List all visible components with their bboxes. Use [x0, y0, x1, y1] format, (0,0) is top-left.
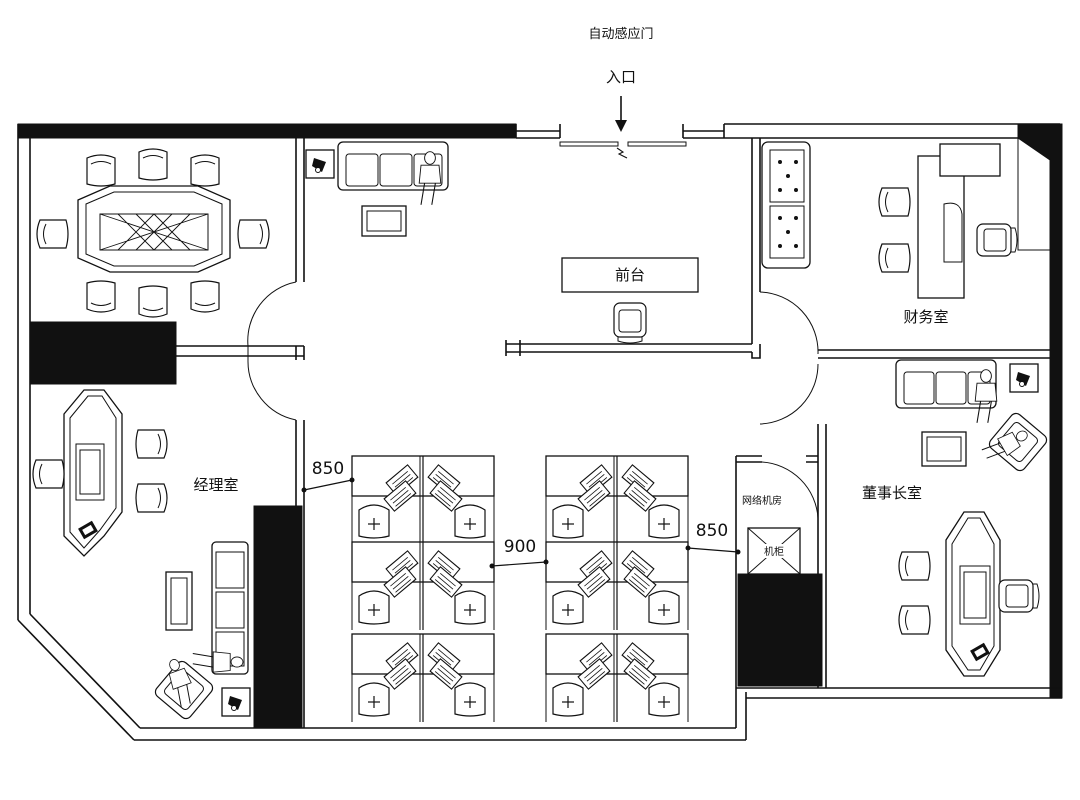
chairman-room: 董事长室: [862, 359, 1048, 677]
desk-chair: [358, 590, 390, 625]
wall-solid-manager: [253, 505, 303, 729]
manager-room: 经理室: [32, 389, 251, 720]
chairman-desk: [945, 511, 1001, 677]
workstation-pod: [351, 541, 495, 630]
desk-chair: [552, 682, 584, 717]
conf-chair: [237, 219, 270, 249]
dimension-middle-aisle: 900: [504, 537, 536, 557]
desk-chair: [648, 504, 680, 539]
lobby-lounge: [305, 141, 449, 237]
wall-solid-left: [29, 321, 177, 385]
top-wall-solid-left: [17, 123, 517, 139]
manager-desk: [63, 389, 123, 557]
desk-chair: [358, 504, 390, 539]
workstation-pod: [545, 541, 689, 630]
dimension-markers: 850 900 850: [301, 459, 741, 569]
plant-icon: [1009, 363, 1039, 393]
reception-label: 前台: [615, 266, 645, 284]
right-wall-solid: [1049, 249, 1063, 699]
conf-chair: [190, 154, 220, 187]
server-room-label: 网络机房: [742, 494, 782, 507]
desk-chair: [454, 590, 486, 625]
auto-sliding-door: [559, 141, 687, 159]
desk-chair: [358, 682, 390, 717]
manager-chair: [32, 459, 65, 489]
desk-chair: [648, 682, 680, 717]
workstation-pod: [351, 455, 495, 544]
dimension-right-aisle: 850: [696, 521, 728, 541]
reception-chair: [613, 302, 647, 344]
workstation-pod: [545, 633, 689, 722]
server-cabinet-label: 机柜: [764, 545, 784, 558]
finance-desk-chair: [976, 223, 1018, 257]
interior-walls: [29, 138, 1050, 729]
chairman-room-label: 董事长室: [862, 484, 922, 502]
server-room: 网络机房 机柜: [742, 494, 801, 575]
finance-room: 财务室: [761, 141, 1018, 326]
manager-chair: [135, 429, 168, 459]
manager-room-label: 经理室: [193, 476, 238, 494]
outer-walls: [17, 123, 1063, 741]
desk-chair: [454, 504, 486, 539]
finance-chair: [878, 243, 911, 273]
conference-room: [36, 148, 270, 318]
reception-area: 前台: [561, 257, 699, 344]
chairman-desk-chair: [998, 579, 1040, 613]
finance-room-label: 财务室: [903, 308, 948, 326]
plant-icon: [221, 687, 251, 717]
workstations: [351, 455, 689, 722]
entrance-annotation: 自动感应门 入口: [588, 26, 654, 132]
server-room-wall-solid: [737, 573, 823, 687]
conference-table: [77, 185, 231, 273]
conf-chair: [190, 280, 220, 313]
conf-chair: [138, 148, 168, 181]
entrance-label: 入口: [606, 68, 636, 86]
auto-door-label: 自动感应门: [588, 26, 653, 42]
finance-desk: [917, 143, 1001, 299]
phone-icon: [78, 520, 98, 540]
file-cabinet: [761, 141, 811, 269]
conf-chair: [138, 285, 168, 318]
desk-chair: [552, 504, 584, 539]
desk-chair: [552, 590, 584, 625]
conf-chair: [86, 154, 116, 187]
dimension-left-aisle: 850: [312, 459, 344, 479]
manager-chair: [135, 483, 168, 513]
entrance-arrow-icon: [615, 96, 627, 132]
workstation-pod: [545, 455, 689, 544]
finance-chair: [878, 187, 911, 217]
server-cabinet: 机柜: [747, 527, 801, 575]
conf-chair: [36, 219, 69, 249]
desk-chair: [648, 590, 680, 625]
workstation-pod: [351, 633, 495, 722]
desk-chair: [454, 682, 486, 717]
reception-desk: [561, 257, 699, 293]
chairman-chair: [898, 605, 931, 635]
chairman-chair: [898, 551, 931, 581]
plant-icon: [305, 149, 335, 179]
phone-icon: [970, 642, 990, 662]
conf-chair: [86, 280, 116, 313]
